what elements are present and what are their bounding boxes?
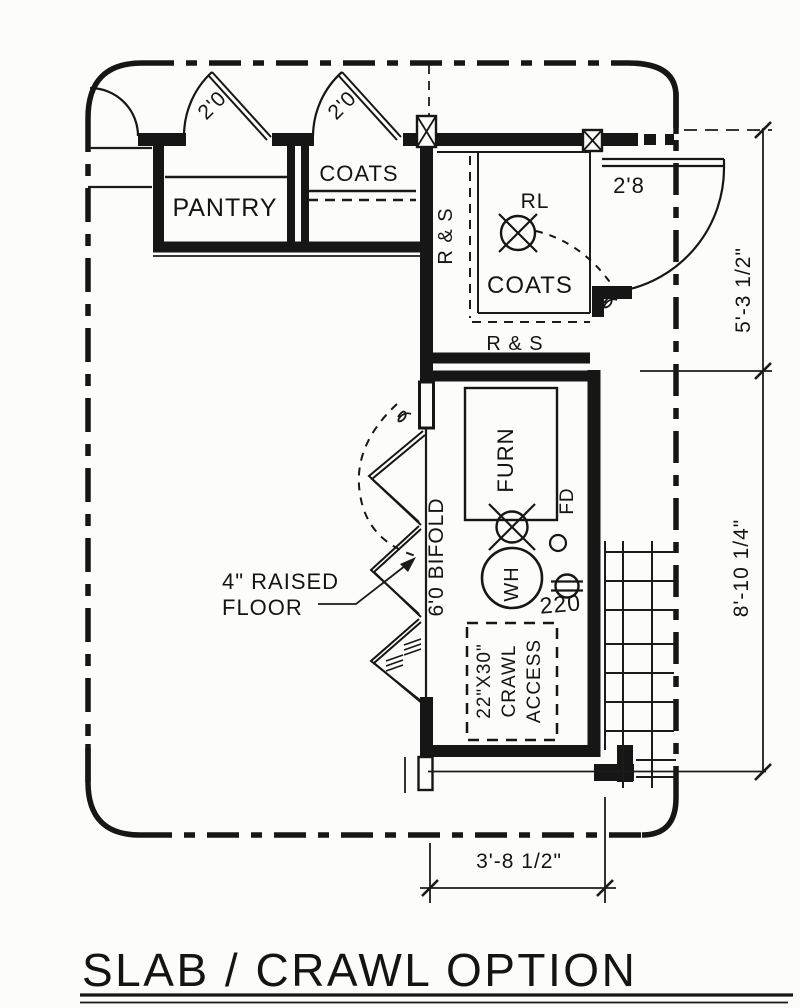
dimension-utility-depth: 8'-10 1/4": [730, 519, 753, 618]
coats-large-label: COATS: [487, 272, 573, 299]
crawl-note-1: 22"X30": [474, 643, 495, 718]
fixtures: [463, 213, 583, 742]
pantry-door-label: 2'0: [194, 87, 232, 125]
plan-boundary: [85, 60, 679, 838]
dimension-closet-depth: 5'-3 1/2": [732, 247, 755, 333]
doors: [89, 71, 726, 705]
raised-floor-note-1: 4" RAISED: [222, 569, 339, 594]
walls: [138, 133, 674, 782]
stairs: [604, 541, 676, 788]
thin-lines: [88, 65, 766, 793]
door-stop-squiggle: [603, 296, 618, 309]
drawing-title: SLAB / CRAWL OPTION: [82, 944, 637, 996]
outlet-220-symbol: [554, 573, 580, 599]
raised-floor-note-2: FLOOR: [222, 595, 303, 620]
dimension-lines: [420, 121, 772, 903]
title-block: SLAB / CRAWL OPTION: [80, 944, 793, 1004]
coats-door-swing: [311, 71, 343, 137]
x-post-marks: [416, 115, 603, 152]
coats-door-label: 2'0: [324, 87, 362, 125]
raised-floor-leader: [318, 557, 416, 605]
floor-drain-symbol: [548, 533, 568, 553]
recessed-light-label: RL: [521, 190, 550, 213]
floor-drain-label: FD: [557, 487, 578, 514]
pantry-label: PANTRY: [172, 194, 277, 222]
bifold-swing: [357, 403, 420, 558]
crawl-note-3: ACCESS: [524, 639, 545, 723]
hatch-marks: [385, 638, 422, 672]
furnace-outline: [463, 386, 559, 522]
outlet-220-label: 220: [539, 589, 582, 619]
water-heater-label: WH: [501, 566, 523, 601]
rod-shelf-left-label: R & S: [435, 207, 457, 264]
closet-door-swing: [620, 165, 726, 293]
bifold-squiggle: [397, 410, 412, 423]
bifold-door: [357, 403, 426, 705]
pantry-door-swing: [182, 71, 213, 137]
entry-door-swing: [89, 86, 140, 137]
crawl-note-2: CRAWL: [499, 645, 520, 718]
light-symbol: [495, 510, 529, 544]
rod-shelf-bottom-label: R & S: [486, 333, 543, 355]
coats-small-label: COATS: [319, 161, 398, 186]
furnace-label: FURN: [493, 427, 518, 492]
recessed-light-symbol: [499, 214, 537, 252]
water-heater-symbol: [480, 546, 544, 610]
crawl-access-outline: [465, 621, 559, 742]
dimension-utility-width: 3'-8 1/2": [476, 850, 562, 873]
closet-door-label: 2'8: [613, 173, 645, 198]
bifold-label: 6'0 BIFOLD: [425, 497, 448, 616]
